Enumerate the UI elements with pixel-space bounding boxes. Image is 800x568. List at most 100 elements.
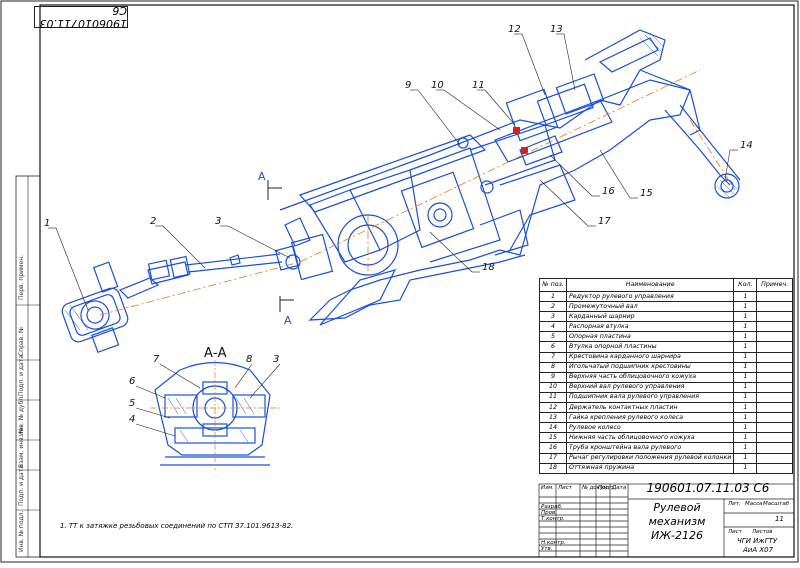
title-block-name-line2: ИЖ-2126 [650,529,704,542]
axis-lines [99,69,736,316]
spec-qty: 1 [733,391,758,404]
spec-header-note: Примеч. [756,278,793,292]
spec-name: Оттяжная пружина [565,462,735,474]
spec-qty: 1 [733,321,758,333]
spec-pos: 18 [539,462,567,474]
section-callout-4: 4 [129,414,136,425]
callout-9: 9 [405,80,412,91]
spec-qty: 1 [733,452,758,464]
spec-name: Подшипник вала рулевого управления [565,391,735,404]
spec-note [756,321,793,333]
section-callout-8: 8 [246,354,253,365]
leader-lines [48,33,738,437]
sheet-label: Лист [728,529,742,535]
spec-name: Втулка опорной пластины [565,341,735,353]
spec-note [756,351,793,363]
spec-qty: 1 [733,331,758,343]
spec-note [756,381,793,393]
spec-note [756,331,793,343]
side-label-0: Перв. примен. [18,254,25,300]
spec-name: Гайка крепления рулевого колеса [565,412,735,424]
spec-note [756,402,793,414]
spec-qty: 1 [733,412,758,424]
callout-2: 2 [150,216,157,227]
section-callout-7: 7 [153,354,160,365]
spec-qty: 1 [733,462,758,474]
spec-qty: 1 [733,311,758,323]
section-callout-6: 6 [129,376,136,387]
spec-qty: 1 [733,432,758,444]
section-callout-5: 5 [129,398,136,409]
spec-qty: 1 [733,290,758,303]
title-block-grid [538,483,795,558]
steering-assembly [61,29,741,354]
org-line-2: АиА Х07 [743,546,774,554]
spec-note [756,290,793,303]
column-housing [279,79,691,326]
col-header-3: Подп. [598,485,615,491]
spec-pos: 3 [539,311,567,323]
callout-16: 16 [602,186,615,197]
title-block-code: 190601.07.11.03 С6 [646,481,770,495]
spec-pos: 4 [539,321,567,333]
spec-name: Рычаг регулировки положения рулевой коло… [565,452,735,464]
intermediate-shaft [118,233,334,299]
spec-qty: 1 [733,402,758,414]
org-line-1: ЧГИ ИжГТУ [737,537,778,545]
spec-qty: 1 [733,371,758,383]
title-block-name-line1: Рулевой механизм [648,501,706,528]
spec-pos: 17 [539,452,567,464]
bearing-highlights [513,127,528,154]
spec-pos: 9 [539,371,567,383]
spec-note [756,311,793,323]
spec-note [756,341,793,353]
spec-name: Крестовина карданного шарнира [565,351,735,363]
spec-header-qty: Кол. [733,278,758,292]
spec-pos: 2 [539,301,567,313]
section-marker-bottom: А [284,314,292,327]
upper-shaft [494,73,613,166]
side-label-1: Справ. № [18,326,25,356]
section-cut-arrows [267,180,294,312]
callout-10: 10 [431,80,444,91]
lit-header-2: Масштаб [763,501,790,507]
spec-note [756,432,793,444]
section-marker-top: А [258,170,266,183]
spec-qty: 1 [733,361,758,373]
spec-note [756,391,793,404]
spec-pos: 6 [539,341,567,353]
callout-13: 13 [550,24,563,35]
spec-pos: 8 [539,361,567,373]
hatching [64,32,738,331]
role-4: Утв. [541,546,553,552]
spec-note [756,412,793,424]
section-title: А-А [204,346,227,361]
spec-name: Распорная втулка [565,321,735,333]
callout-11: 11 [472,80,485,91]
section-axes [150,360,280,470]
spec-pos: 14 [539,422,567,434]
sheets-count: 11 [775,515,784,523]
spec-note [756,442,793,454]
spec-name: Верхняя часть облицовочного кожуха [565,371,735,383]
spec-pos: 15 [539,432,567,444]
spec-name: Держатель контактных пластин [565,402,735,414]
spec-note [756,361,793,373]
spec-name: Игольчатый подшипник крестовины [565,361,735,373]
spec-pos: 12 [539,402,567,414]
lit-header-0: Лит. [728,501,741,507]
